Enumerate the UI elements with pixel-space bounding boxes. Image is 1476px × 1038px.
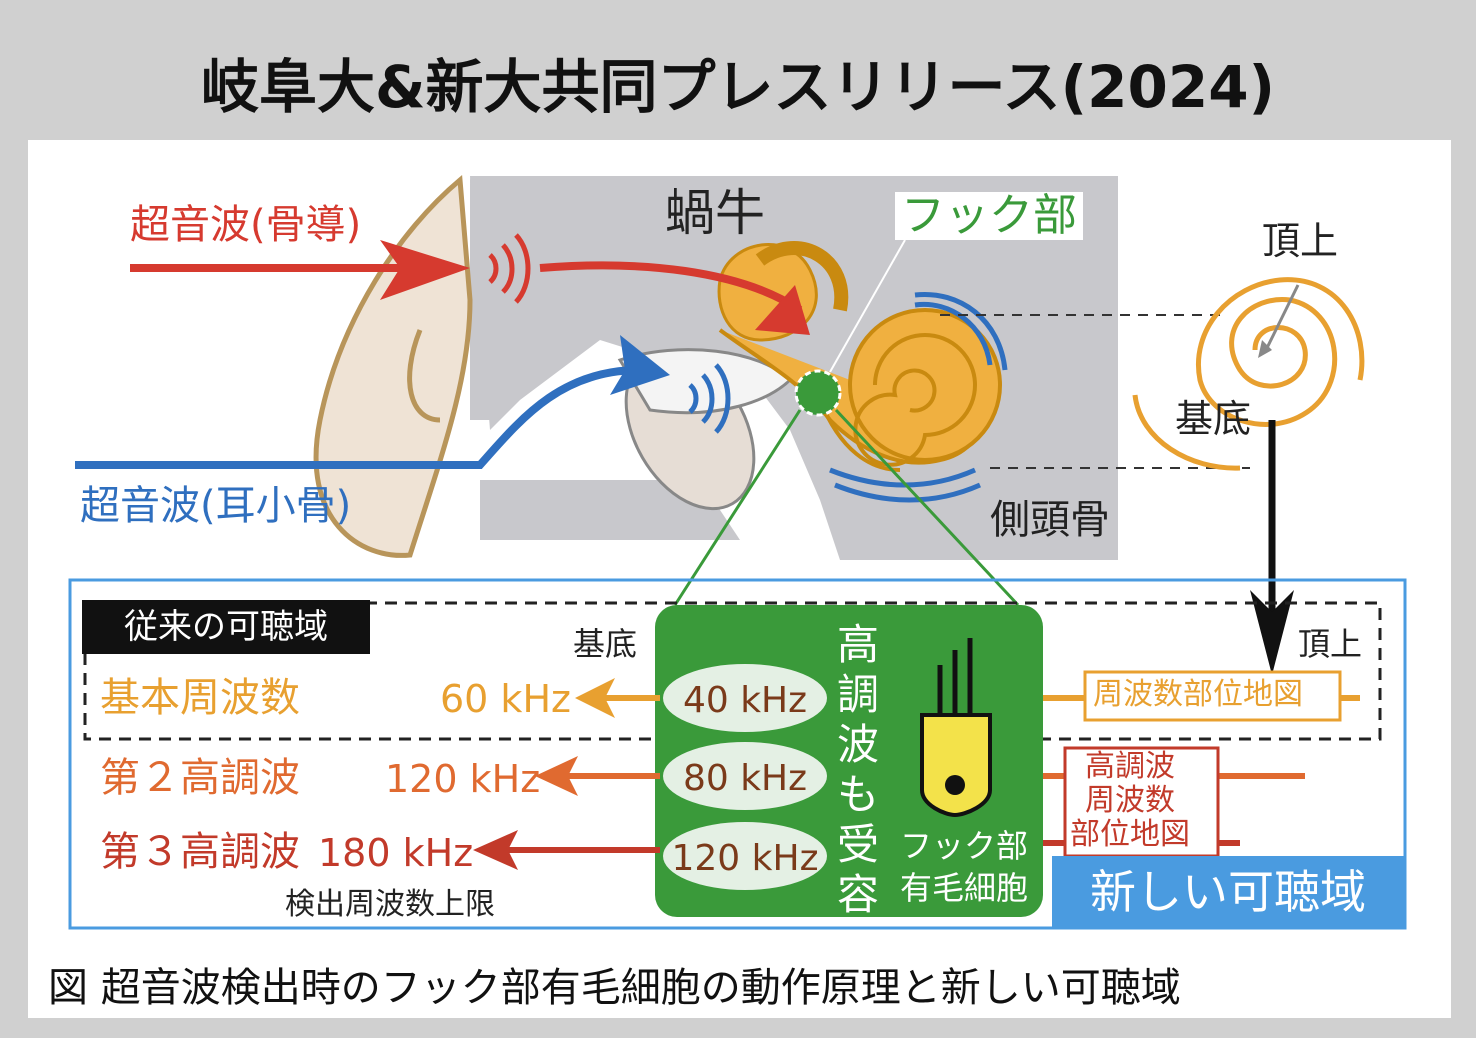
hair-cell-label-2: 有毛細胞 xyxy=(900,869,1029,907)
label-freq-120: 120 kHz xyxy=(385,757,541,801)
conventional-range-box xyxy=(83,601,1382,741)
label-temporal-bone: 側頭骨 xyxy=(990,497,1110,543)
label-apex: 頂上 xyxy=(1262,219,1339,263)
input-freq-80: 80 kHz xyxy=(682,758,808,799)
label-freq-60: 60 kHz xyxy=(440,677,571,721)
harm-map-label-3: 部位地図 xyxy=(1070,817,1190,852)
red-wave-icon xyxy=(488,233,531,304)
label-base: 基底 xyxy=(1175,397,1252,441)
cochlea-spiral-icon xyxy=(1132,277,1365,471)
label-fundamental: 基本周波数 xyxy=(100,675,300,721)
hook-region-marker xyxy=(794,369,842,417)
input-80-ellipse xyxy=(663,742,827,810)
label-second-harmonic: 第２高調波 xyxy=(100,755,300,801)
label-detect-limit: 検出周波数上限 xyxy=(285,887,495,922)
harm-map-label-1: 高調波 xyxy=(1085,749,1175,784)
hair-cell-label-1: フック部 xyxy=(900,827,1029,865)
input-freq-120: 120 kHz xyxy=(671,838,819,879)
freq-map-box xyxy=(1083,670,1342,722)
hair-cell-icon xyxy=(920,638,992,818)
label-ultra-ossicle: 超音波(耳小骨) xyxy=(80,483,352,529)
label-third-harmonic: 第３高調波 xyxy=(100,829,300,875)
new-range-tag: 新しい可聴域 xyxy=(1052,856,1404,928)
label-cochlea: 蝸牛 xyxy=(665,184,765,242)
harmonics-received-label: 高調波も受容 xyxy=(836,620,879,919)
input-freq-40: 40 kHz xyxy=(682,680,808,721)
figure-caption: 図 超音波検出時のフック部有毛細胞の動作原理と新しい可聴域 xyxy=(48,965,1181,1011)
harm-map-label-2: 周波数 xyxy=(1085,783,1175,818)
conventional-range-tag: 従来の可聴域 xyxy=(82,600,370,654)
legend-base: 基底 xyxy=(573,625,638,663)
freq-map-label: 周波数部位地図 xyxy=(1093,677,1303,712)
label-hook: フック部 xyxy=(895,192,1083,240)
legend-apex: 頂上 xyxy=(1298,625,1363,663)
input-40-ellipse xyxy=(663,664,827,732)
page-title: 岐阜大&新大共同プレスリリース(2024) xyxy=(200,53,1276,121)
label-freq-180: 180 kHz xyxy=(318,831,474,875)
blue-wave-icon xyxy=(688,363,731,434)
input-120-ellipse xyxy=(663,822,827,890)
label-ultra-bone: 超音波(骨導) xyxy=(130,202,362,248)
new-range-frame xyxy=(68,578,1407,930)
